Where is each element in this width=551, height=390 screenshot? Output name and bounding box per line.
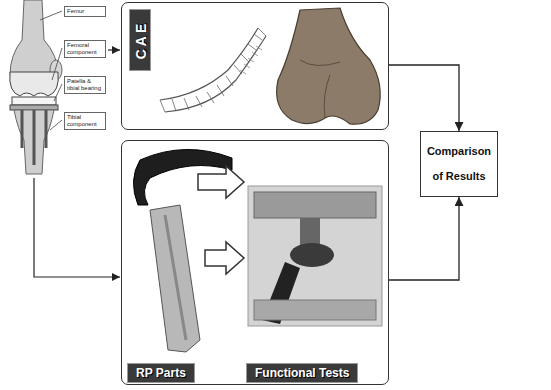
femoral-component [10,72,59,96]
rp-bone-detail [165,215,186,340]
block-arrow [205,242,244,274]
block-arrow [198,166,244,198]
stem [33,110,36,165]
callout-text: Patella & tibial bearing [67,78,103,92]
result-box: Comparison of Results [420,131,498,197]
callout-box: Femoral component [64,40,106,58]
fe-mesh-lines [160,28,266,112]
box-text: Comparison of Results [425,139,493,190]
callout-text: Femoral component [67,42,103,56]
bone-detail [300,60,340,118]
stem [45,110,48,148]
experiment-panel: RP Parts Functional Tests [121,140,389,385]
stem [21,110,24,148]
tibia-bone [14,110,54,174]
panel-label: Functional Tests [246,363,358,383]
callout-text: Tibial component [67,114,103,128]
callout-box: Femur [64,6,106,17]
leader-line [50,120,62,130]
cae-panel: CAE [121,2,389,130]
test-machine-plate [254,192,376,218]
test-photo [248,186,382,326]
leader-line [52,48,62,80]
flow-arrow [34,178,120,277]
leader-line [40,11,62,20]
panel-label: RP Parts [127,363,195,383]
fe-mesh-teeth [240,46,262,74]
test-machine-base [254,300,376,320]
fe-mesh [160,28,258,100]
panel-label: CAE [129,9,151,71]
tibial-tray [10,105,58,110]
connector-arrow [389,65,459,131]
rp-bone-model [150,205,200,352]
connector-arrow [389,197,459,280]
fe-mesh [165,36,266,112]
tibial-bearing [12,97,56,105]
bone-model [277,8,381,124]
callout-box: Patella & tibial bearing [64,76,106,94]
callout-text: Femur [67,8,103,15]
callout-box: Tibial component [64,112,106,130]
leader-line [54,84,62,101]
test-specimen [290,243,334,267]
flow-arrow [108,49,120,50]
